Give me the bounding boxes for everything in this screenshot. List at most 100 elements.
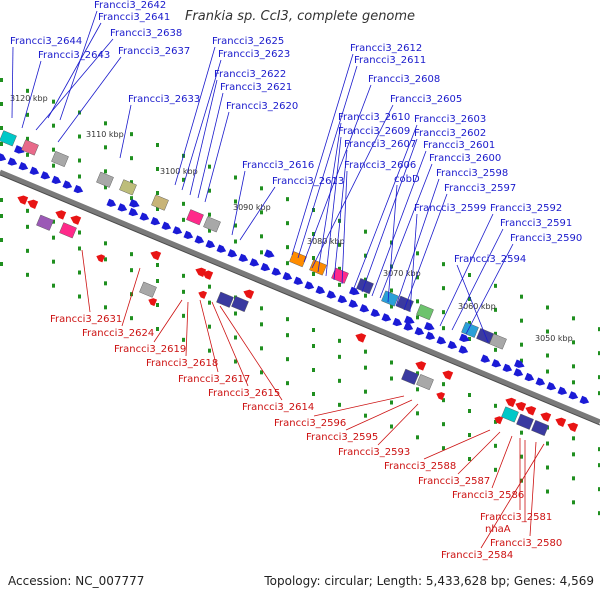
tick-mark bbox=[390, 360, 393, 365]
forward-gene-label[interactable]: Francci3_2625 bbox=[212, 36, 284, 47]
tick-mark bbox=[416, 387, 419, 392]
reverse-gene-label[interactable]: Francci3_2581 bbox=[480, 512, 552, 523]
scale-label: 3060 kbp bbox=[458, 302, 496, 311]
reverse-gene-label[interactable]: nhaA bbox=[485, 524, 511, 535]
forward-gene-box bbox=[51, 150, 69, 168]
tick-mark bbox=[312, 232, 315, 236]
reverse-label-leader bbox=[423, 429, 491, 460]
reverse-gene-label[interactable]: Francci3_2584 bbox=[441, 550, 513, 561]
tick-mark bbox=[130, 252, 133, 257]
forward-gene-label[interactable]: Francci3_2599 bbox=[414, 203, 486, 214]
reverse-gene-label[interactable]: Francci3_2580 bbox=[490, 538, 562, 549]
forward-gene-arrow bbox=[326, 290, 337, 299]
tick-mark bbox=[286, 261, 289, 266]
reverse-gene-label[interactable]: Francci3_2618 bbox=[146, 358, 218, 369]
forward-gene-arrow bbox=[238, 253, 249, 262]
tick-mark bbox=[390, 288, 393, 293]
tick-mark bbox=[468, 433, 471, 437]
forward-gene-label[interactable]: Francci3_2606 bbox=[344, 160, 416, 171]
forward-gene-label[interactable]: Francci3_2610 bbox=[338, 112, 410, 123]
forward-gene-box bbox=[331, 267, 349, 284]
forward-gene-label[interactable]: Francci3_2602 bbox=[414, 128, 486, 139]
forward-gene-label[interactable]: Francci3_2597 bbox=[444, 183, 516, 194]
reverse-gene-label[interactable]: Francci3_2593 bbox=[338, 447, 410, 458]
forward-gene-label[interactable]: Francci3_2613 bbox=[272, 176, 344, 187]
forward-gene-arrow bbox=[271, 267, 282, 276]
tick-mark bbox=[338, 282, 341, 287]
tick-mark bbox=[260, 250, 263, 255]
tick-mark bbox=[104, 185, 107, 190]
forward-gene-label[interactable]: Francci3_2644 bbox=[10, 36, 82, 47]
forward-gene-label[interactable]: Francci3_2612 bbox=[350, 43, 422, 54]
tick-mark bbox=[208, 164, 211, 169]
reverse-gene-label[interactable]: Francci3_2619 bbox=[114, 344, 186, 355]
tick-mark bbox=[286, 381, 289, 386]
forward-gene-label[interactable]: Francci3_2621 bbox=[220, 82, 292, 93]
tick-mark bbox=[26, 208, 29, 213]
tick-mark bbox=[312, 272, 315, 276]
tick-mark bbox=[26, 152, 29, 157]
reverse-gene-label[interactable]: Francci3_2614 bbox=[242, 402, 314, 413]
forward-gene-label[interactable]: Francci3_2592 bbox=[490, 203, 562, 214]
forward-gene-label[interactable]: Francci3_2607 bbox=[344, 139, 416, 150]
forward-gene-label[interactable]: cobD bbox=[394, 174, 420, 185]
forward-gene-label[interactable]: Francci3_2598 bbox=[436, 168, 508, 179]
tick-mark bbox=[182, 201, 185, 206]
reverse-gene-arrow bbox=[436, 392, 446, 401]
reverse-gene-box bbox=[516, 413, 534, 430]
tick-mark bbox=[312, 344, 315, 348]
forward-gene-arrow bbox=[172, 226, 183, 235]
reverse-gene-label[interactable]: Francci3_2586 bbox=[452, 490, 524, 501]
forward-gene-arrow bbox=[513, 368, 524, 377]
forward-gene-label[interactable]: Francci3_2642 bbox=[94, 0, 166, 11]
forward-gene-box bbox=[309, 259, 327, 276]
forward-gene-label[interactable]: Francci3_2637 bbox=[118, 46, 190, 57]
tick-mark bbox=[0, 238, 3, 242]
reverse-label-leader bbox=[377, 403, 419, 446]
forward-gene-arrow bbox=[370, 308, 381, 317]
reverse-gene-label[interactable]: Francci3_2624 bbox=[82, 328, 154, 339]
forward-gene-arrow bbox=[535, 377, 546, 386]
tick-mark bbox=[390, 424, 393, 429]
tick-mark bbox=[572, 436, 575, 441]
forward-gene-arrow bbox=[7, 157, 18, 166]
forward-gene-arrow bbox=[216, 244, 227, 253]
reverse-gene-label[interactable]: Francci3_2595 bbox=[306, 432, 378, 443]
forward-gene-label[interactable]: Francci3_2643 bbox=[38, 50, 110, 61]
forward-gene-label[interactable]: Francci3_2616 bbox=[242, 160, 314, 171]
forward-gene-label[interactable]: Francci3_2608 bbox=[368, 74, 440, 85]
forward-gene-label[interactable]: Francci3_2594 bbox=[454, 254, 526, 265]
reverse-gene-label[interactable]: Francci3_2631 bbox=[50, 314, 122, 325]
forward-gene-label[interactable]: Francci3_2623 bbox=[218, 49, 290, 60]
forward-gene-label[interactable]: Francci3_2601 bbox=[423, 140, 495, 151]
reverse-gene-arrow bbox=[150, 250, 162, 261]
tick-mark bbox=[104, 121, 107, 126]
forward-gene-label[interactable]: Francci3_2622 bbox=[214, 69, 286, 80]
forward-gene-label[interactable]: Francci3_2638 bbox=[110, 28, 182, 39]
reverse-gene-label[interactable]: Francci3_2615 bbox=[208, 388, 280, 399]
tick-mark bbox=[234, 239, 237, 244]
forward-gene-label[interactable]: Francci3_2609 bbox=[338, 126, 410, 137]
reverse-gene-label[interactable]: Francci3_2588 bbox=[384, 461, 456, 472]
reverse-gene-label[interactable]: Francci3_2587 bbox=[418, 476, 490, 487]
tick-mark bbox=[442, 262, 445, 267]
forward-gene-arrow bbox=[0, 152, 7, 162]
forward-gene-label[interactable]: Francci3_2600 bbox=[429, 153, 501, 164]
forward-gene-label[interactable]: Francci3_2620 bbox=[226, 101, 298, 112]
forward-gene-label[interactable]: Francci3_2591 bbox=[500, 218, 572, 229]
forward-gene-box bbox=[416, 304, 434, 321]
reverse-gene-label[interactable]: Francci3_2617 bbox=[178, 374, 250, 385]
forward-gene-arrow bbox=[349, 286, 360, 296]
reverse-gene-arrow bbox=[355, 333, 367, 343]
forward-gene-label[interactable]: Francci3_2633 bbox=[128, 94, 200, 105]
forward-gene-label[interactable]: Francci3_2641 bbox=[98, 12, 170, 23]
forward-gene-label[interactable]: Francci3_2605 bbox=[390, 94, 462, 105]
reverse-gene-label[interactable]: Francci3_2596 bbox=[274, 418, 346, 429]
forward-gene-label[interactable]: Francci3_2603 bbox=[414, 114, 486, 125]
forward-gene-label[interactable]: Francci3_2611 bbox=[354, 55, 426, 66]
tick-mark bbox=[208, 300, 211, 305]
tick-mark bbox=[598, 375, 600, 380]
tick-mark bbox=[364, 365, 367, 370]
forward-gene-label[interactable]: Francci3_2590 bbox=[510, 233, 582, 244]
